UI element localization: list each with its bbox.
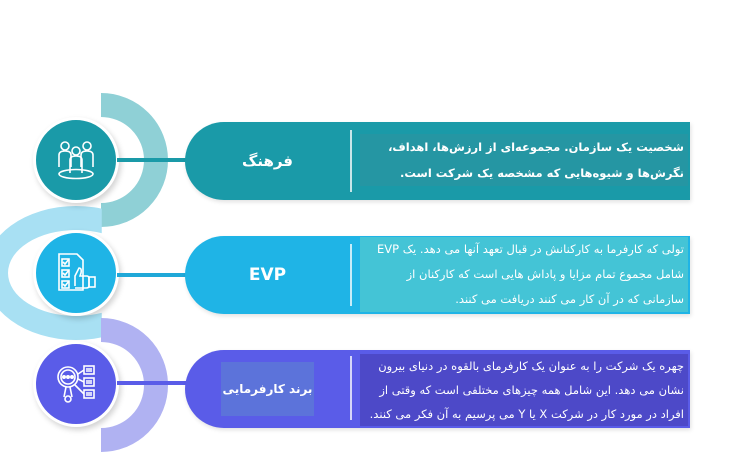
evp-divider [350,244,352,306]
culture-divider [350,130,352,192]
brand-icon-circle [33,341,119,427]
brand-label: برند کارفرمایی [221,362,314,416]
evp-connector [117,273,192,277]
evp-label: EVP [248,265,287,285]
culture-description: شخصیت یک سازمان. مجموعه‌ای از ارزش‌ها، ا… [360,134,688,186]
culture-label: فرهنگ [241,152,294,170]
brand-divider [350,356,352,420]
culture-bar: فرهنگ شخصیت یک سازمان. مجموعه‌ای از ارزش… [185,122,690,200]
checklist-thumbs-up-icon [58,253,96,291]
brand-connector [117,381,192,385]
culture-icon-circle [33,117,119,203]
people-group-icon [58,141,94,180]
culture-connector [117,158,192,162]
brand-bar: برند کارفرمایی چهره یک شرکت را به عنوان … [185,350,690,428]
brand-description: چهره یک شرکت را به عنوان یک کارفرمای بال… [360,354,688,426]
search-analysis-icon [57,365,95,403]
evp-description: تولی که کارفرما به کارکنانش در قبال تعهد… [360,237,688,312]
evp-bar: EVP تولی که کارفرما به کارکنانش در قبال … [185,236,690,314]
evp-icon-circle [33,230,119,316]
